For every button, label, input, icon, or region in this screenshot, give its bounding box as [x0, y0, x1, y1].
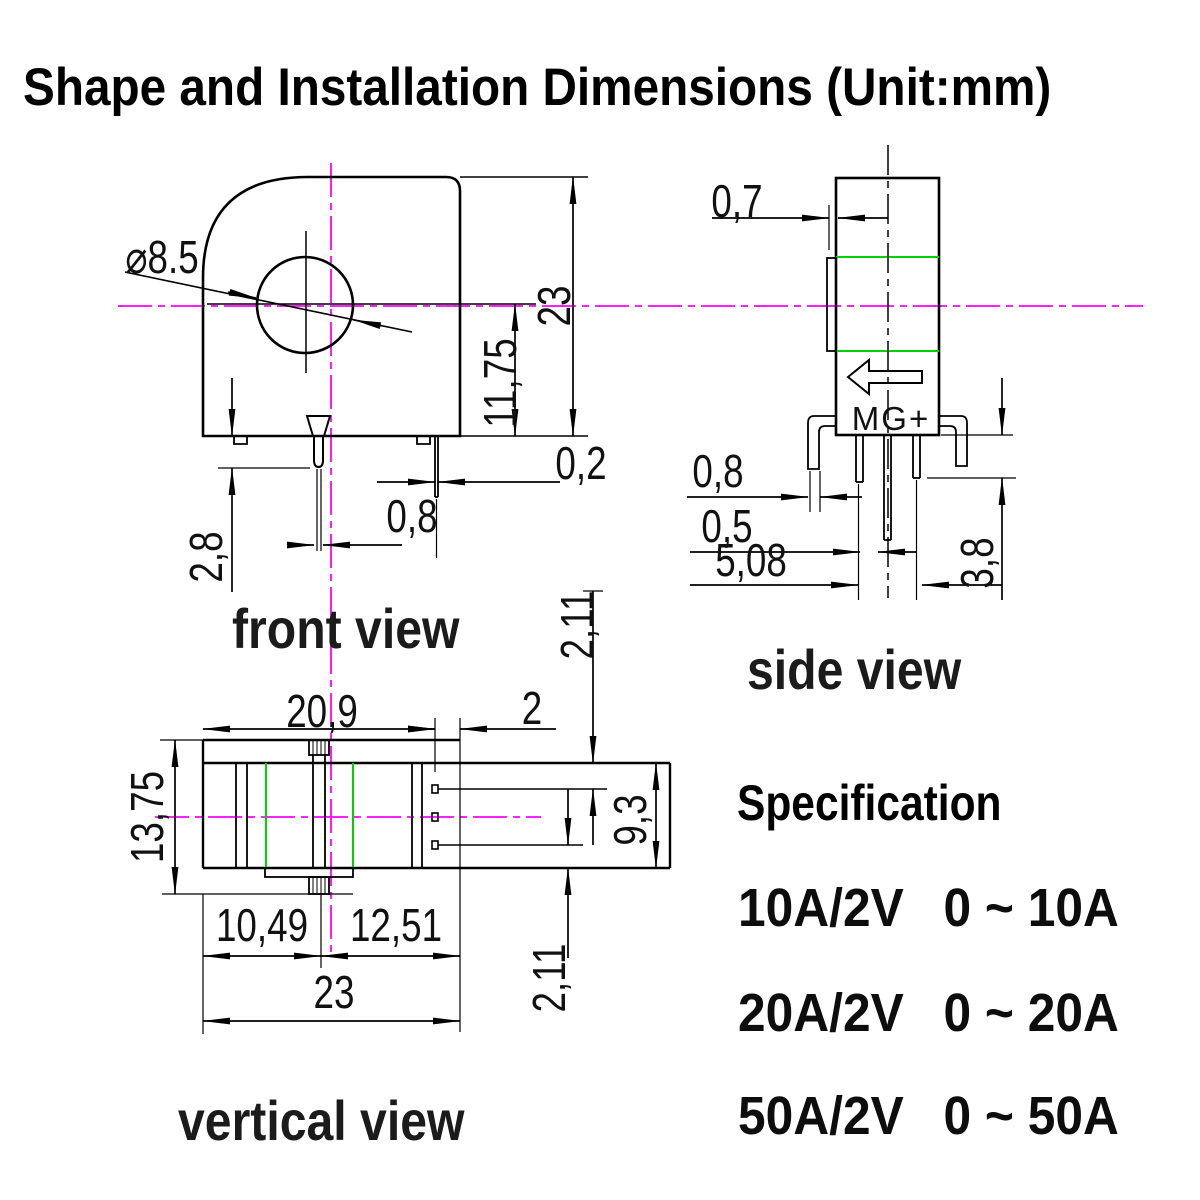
- through-hole-circle: [255, 255, 355, 355]
- dim-body-width: 20,9: [286, 685, 358, 737]
- polarity-marking: MG+: [851, 400, 931, 437]
- front-view-drawing: [124, 175, 588, 592]
- vertical-view-drawing: [160, 590, 672, 1034]
- spec-range: 0 ~ 10A: [943, 878, 1119, 938]
- dim-overall-depth: 13,75: [121, 770, 173, 864]
- spec-model: 50A/2V: [738, 1086, 904, 1146]
- specification-heading: Specification: [737, 775, 1002, 831]
- spec-range: 0 ~ 20A: [943, 983, 1119, 1043]
- dim-pin-row-top-offset: 2,11: [551, 590, 603, 660]
- dim-center-left: 10,49: [215, 899, 309, 951]
- dim-front-pin-length: 2,8: [180, 531, 232, 583]
- dim-tab-offset: 0,7: [711, 175, 763, 227]
- dim-hole-center-height: 11,75: [474, 338, 526, 428]
- dim-pin-row-bottom-offset: 2,11: [523, 943, 575, 1013]
- dim-pin-inset: 2: [521, 682, 543, 734]
- dim-pin-standoff: 3,8: [951, 537, 1003, 589]
- dim-side-pin-width: 0,8: [692, 445, 744, 497]
- side-view-label: side view: [747, 638, 962, 701]
- spec-range: 0 ~ 50A: [943, 1086, 1119, 1146]
- spec-model: 20A/2V: [738, 983, 904, 1043]
- spec-model: 10A/2V: [738, 878, 904, 938]
- dim-hole-diameter: ⌀8.5: [125, 231, 199, 283]
- dim-connector-depth: 9,3: [604, 794, 656, 846]
- spec-row: 50A/2V 0 ~ 50A: [738, 1085, 1119, 1147]
- vertical-view-label: vertical view: [178, 1089, 465, 1152]
- direction-arrow-icon: [846, 357, 923, 397]
- dim-front-pin-width: 0,8: [386, 490, 438, 542]
- spec-row: 10A/2V 0 ~ 10A: [738, 877, 1119, 939]
- page-title: Shape and Installation Dimensions (Unit:…: [23, 58, 1052, 117]
- dim-center-right: 12,51: [349, 899, 443, 951]
- front-view-label: front view: [232, 597, 460, 660]
- dim-front-overall-height: 23: [528, 285, 580, 327]
- dim-thin-pin-width: 0,2: [555, 437, 607, 489]
- side-view-drawing: [687, 145, 1016, 600]
- dim-pin-pitch: 5,08: [715, 534, 787, 586]
- spec-row: 20A/2V 0 ~ 20A: [738, 982, 1119, 1044]
- dim-overall-width: 23: [313, 966, 355, 1018]
- dim-pin-thickness: 0,5: [701, 500, 753, 552]
